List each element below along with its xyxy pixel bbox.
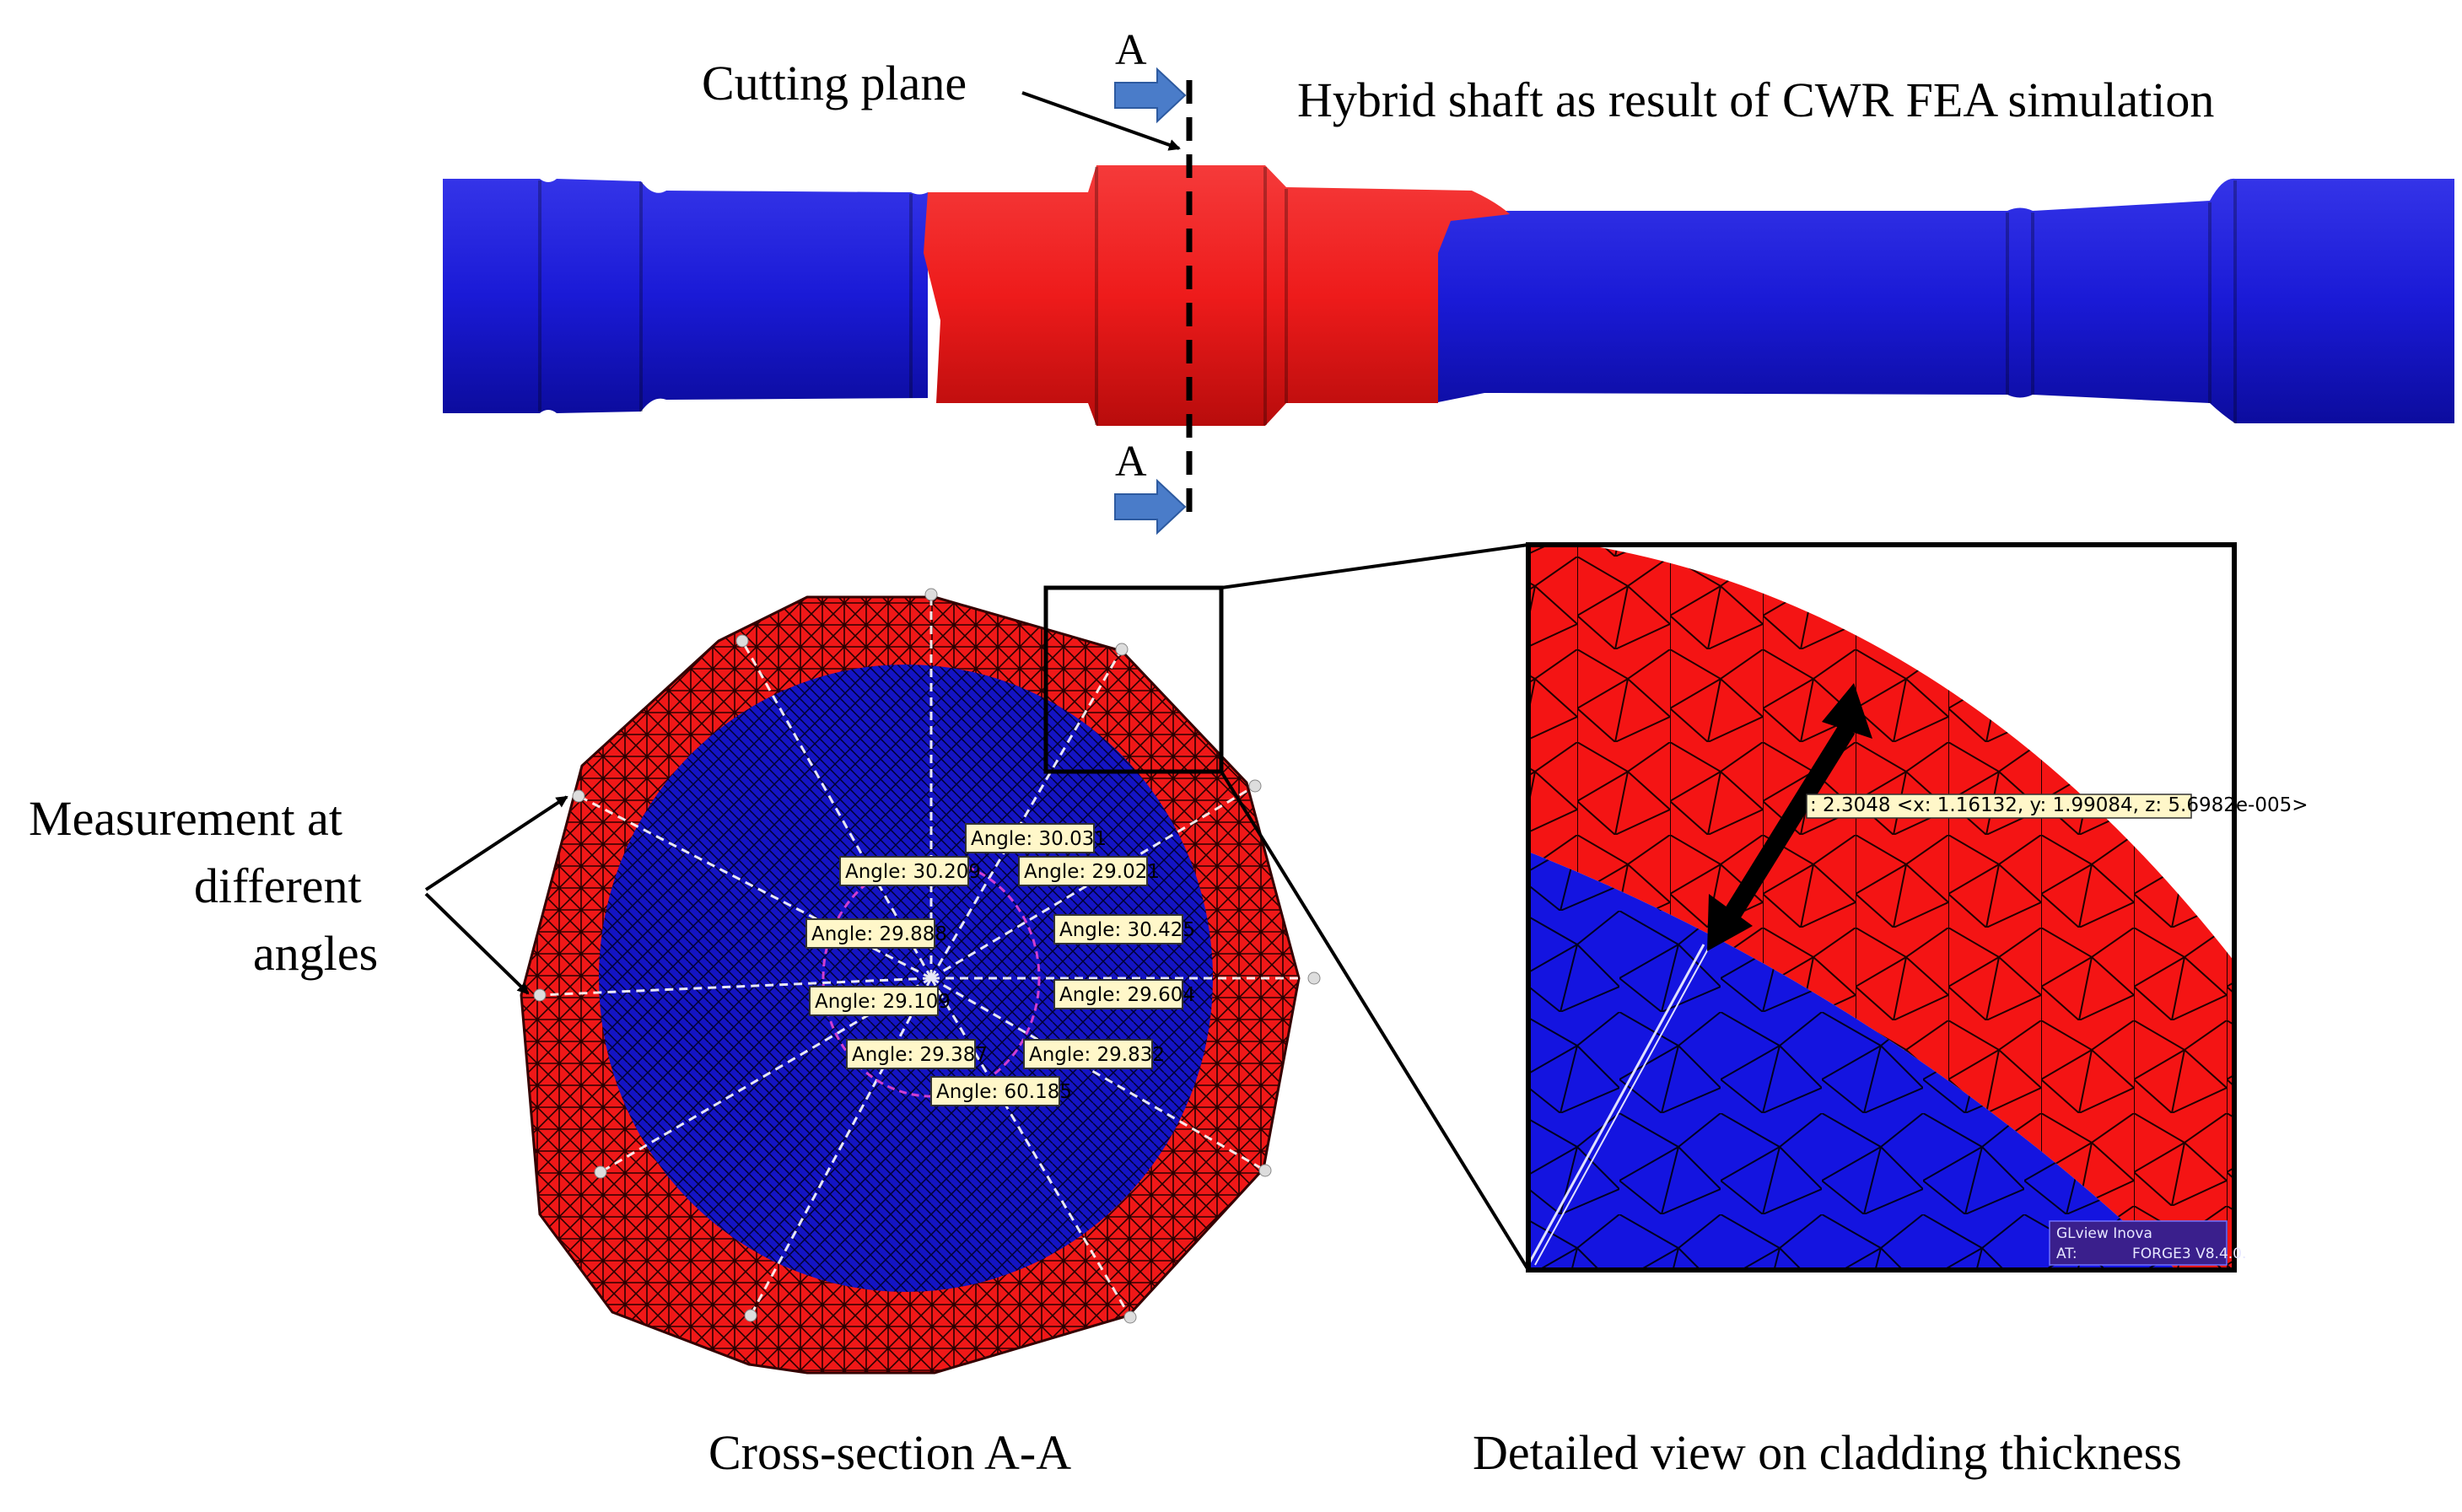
measurement-label-line3: angles <box>253 926 378 981</box>
cross-section-caption: Cross-section A-A <box>708 1425 1071 1480</box>
angle-tag: Angle: 30.209 <box>839 856 981 886</box>
hybrid-shaft <box>443 165 2454 426</box>
measurement-leader-upper <box>424 795 568 891</box>
svg-text:Angle: 29.604: Angle: 29.604 <box>1059 984 1195 1006</box>
svg-text:Angle: 29.021: Angle: 29.021 <box>1024 861 1160 883</box>
cutting-plane-label: Cutting plane <box>702 56 967 110</box>
detail-view <box>1528 545 2234 1270</box>
thickness-double-arrow <box>1707 683 1872 951</box>
measurement-leader-lower <box>424 892 530 995</box>
svg-text:Angle: 29.387: Angle: 29.387 <box>852 1044 988 1066</box>
angle-tag: Angle: 30.425 <box>1053 914 1195 944</box>
detail-caption: Detailed view on cladding thickness <box>1473 1425 2182 1480</box>
detail-cladding <box>1528 545 2234 1270</box>
svg-text:FORGE3 V8.4.0.: FORGE3 V8.4.0. <box>2132 1246 2246 1262</box>
measurement-label-line1: Measurement at <box>29 791 342 846</box>
thickness-readout: : 2.3048 <x: 1.16132, y: 1.99084, z: 5.6… <box>1806 794 2308 819</box>
cutting-plane-leader <box>1021 91 1181 151</box>
cross-section <box>520 588 1321 1375</box>
svg-text:Angle: 29.832: Angle: 29.832 <box>1029 1044 1165 1066</box>
svg-text:Angle: 30.425: Angle: 30.425 <box>1059 919 1195 941</box>
detail-core <box>1528 852 2176 1270</box>
svg-text:GLview Inova: GLview Inova <box>2056 1225 2152 1242</box>
zoom-window <box>1043 585 1224 774</box>
detail-frame <box>1526 542 2237 1273</box>
angle-tag: Angle: 30.031 <box>965 823 1107 853</box>
zoom-connector-bottom <box>1220 770 1530 1272</box>
angle-tag: Angle: 29.604 <box>1053 979 1195 1009</box>
svg-text:AT:: AT: <box>2056 1246 2077 1262</box>
angle-tag: Angle: 60.185 <box>930 1076 1072 1106</box>
measurement-label-line2: different <box>194 858 362 913</box>
shaft-cladding <box>924 165 1510 426</box>
svg-text:Angle: 30.031: Angle: 30.031 <box>971 828 1107 850</box>
svg-text:Angle: 60.185: Angle: 60.185 <box>936 1081 1072 1103</box>
cross-section-core <box>599 665 1213 1292</box>
measurement-points <box>533 588 1321 1324</box>
svg-text:Angle: 30.209: Angle: 30.209 <box>845 861 981 883</box>
section-marker-bottom: A <box>1115 438 1147 486</box>
section-marker-top: A <box>1115 26 1147 74</box>
software-badge: GLview Inova AT: FORGE3 V8.4.0. <box>2049 1220 2246 1266</box>
angle-tag: Angle: 29.387 <box>846 1039 988 1069</box>
zoom-connector-top <box>1220 543 1529 589</box>
shaft-core-right <box>1434 178 2454 423</box>
shaft-core-left <box>443 179 928 413</box>
angle-tag: Angle: 29.832 <box>1023 1039 1165 1069</box>
angle-tag: Angle: 29.888 <box>805 918 947 949</box>
svg-text:Angle: 29.888: Angle: 29.888 <box>811 923 947 945</box>
section-arrow-bottom <box>1114 478 1187 535</box>
angle-tag: Angle: 29.109 <box>809 986 951 1016</box>
shaft-title: Hybrid shaft as result of CWR FEA simula… <box>1297 73 2214 127</box>
svg-text:: 2.3048 <x: 1.16132, y: 1.990: : 2.3048 <x: 1.16132, y: 1.99084, z: 5.6… <box>1810 794 2308 816</box>
svg-text:Angle: 29.109: Angle: 29.109 <box>815 991 951 1013</box>
section-arrow-top <box>1114 67 1187 124</box>
angle-tag: Angle: 29.021 <box>1018 856 1160 886</box>
